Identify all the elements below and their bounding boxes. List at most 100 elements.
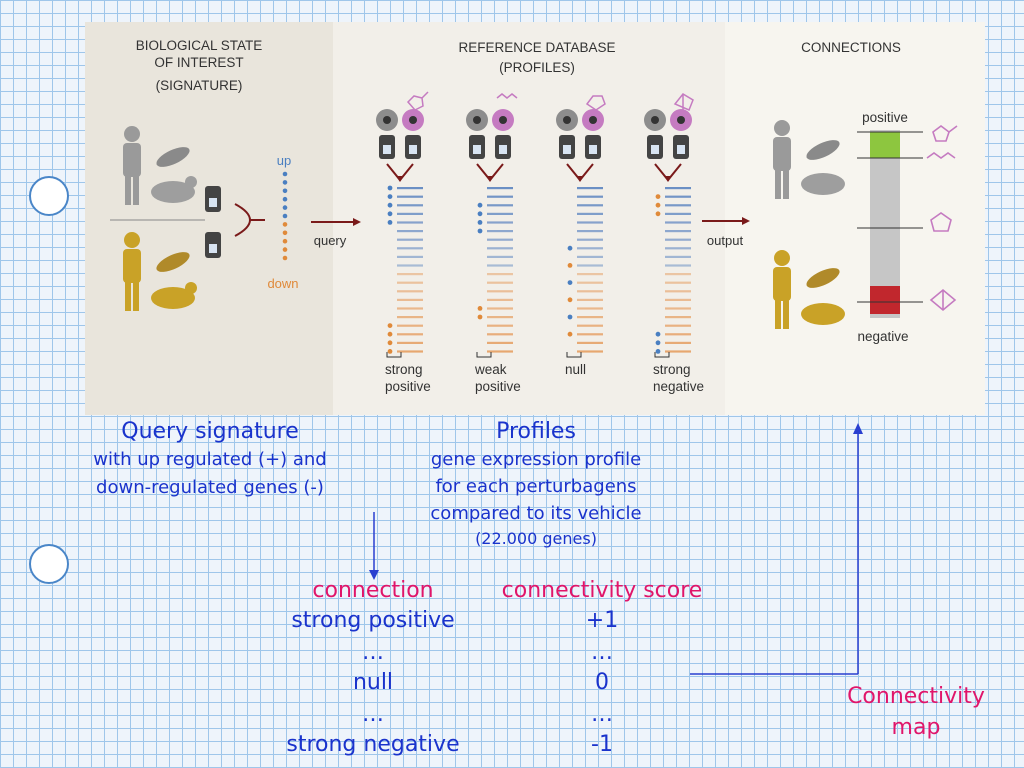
gene-bar (577, 212, 603, 215)
gene-bar (665, 247, 691, 250)
cell-icon (156, 147, 190, 167)
gene-bar (577, 247, 603, 250)
gene-bar (487, 264, 513, 267)
gene-bar (577, 307, 603, 310)
gene-bar (487, 204, 513, 207)
cell-icon-gold (156, 252, 190, 272)
gene-bar (487, 247, 513, 250)
negative-label: negative (857, 329, 908, 344)
gene-dot (282, 196, 288, 202)
gene-dot (387, 349, 393, 354)
connectivity-map-line2: map (891, 715, 941, 740)
gene-bar (397, 341, 423, 344)
gene-bar (665, 324, 691, 327)
gene-bar (577, 230, 603, 233)
gene-dot (387, 185, 393, 191)
positive-label: positive (862, 110, 908, 125)
connections-panel (725, 22, 985, 415)
gene-dot (655, 194, 661, 200)
molecule-icon-2 (926, 152, 956, 159)
signature-title-1: BIOLOGICAL STATE (136, 38, 263, 53)
molecule-icon (406, 91, 429, 111)
gene-dot (567, 263, 573, 268)
connections-title: CONNECTIONS (801, 40, 901, 55)
gene-dot (387, 331, 393, 337)
query-label: query (314, 233, 347, 248)
gene-bar (665, 238, 691, 241)
human-icon (123, 126, 141, 205)
table-row-4-connection: … (362, 702, 384, 727)
query-signature-line2: down-regulated genes (-) (96, 477, 324, 498)
profile-label-1: strong (653, 362, 691, 377)
gene-bar (665, 221, 691, 224)
gene-bar (397, 204, 423, 207)
table-row-2-score: … (591, 640, 613, 665)
molecule-icon (496, 93, 518, 99)
gene-bar (487, 350, 513, 353)
table-row-4-score: … (591, 702, 613, 727)
gene-dot (387, 323, 393, 328)
gene-bar (397, 273, 423, 276)
table-row-3-connection: null (352, 670, 394, 695)
human-icon-gold (123, 232, 141, 311)
gene-dot (282, 171, 288, 177)
gene-bar (397, 195, 423, 198)
reference-title-1: REFERENCE DATABASE (458, 40, 615, 55)
reference-title-2: (PROFILES) (499, 60, 575, 75)
molecule-icon-4 (929, 288, 957, 312)
gene-dot (567, 331, 573, 337)
gene-bar (665, 273, 691, 276)
gene-bar (577, 298, 603, 301)
gene-dot (655, 349, 661, 354)
gene-bar (665, 290, 691, 293)
gene-bar (487, 212, 513, 215)
connectivity-map-label: Connectivity map (826, 681, 1006, 743)
gene-bar (397, 290, 423, 293)
gene-bar (577, 187, 603, 190)
gene-dot (655, 340, 661, 346)
gene-bar (487, 333, 513, 336)
down-label: down (267, 276, 298, 291)
human-icon-connections-gold (773, 250, 791, 329)
molecule-icon-3 (930, 212, 952, 232)
gene-bar (487, 281, 513, 284)
gene-bar (577, 316, 603, 319)
table-row-5-connection: strong negative (286, 732, 460, 757)
profile-label-1: weak (474, 362, 507, 377)
gene-bar (487, 316, 513, 319)
table-header-score: connectivity score (501, 578, 703, 603)
table-row-3-score: 0 (595, 670, 609, 695)
gene-bar (487, 290, 513, 293)
gene-bar (577, 341, 603, 344)
reference-panel (333, 22, 725, 415)
signature-gene-column (282, 171, 288, 261)
gene-bar (665, 204, 691, 207)
signature-down-arrow (369, 512, 379, 580)
gene-dot (282, 188, 288, 194)
gene-dot (477, 202, 483, 208)
gene-bar (577, 290, 603, 293)
gene-dot (282, 238, 288, 244)
gene-bar (577, 221, 603, 224)
profile-label-2: negative (653, 379, 704, 394)
signature-title-2: OF INTEREST (154, 55, 243, 70)
gene-dot (387, 211, 393, 217)
gene-bar (665, 230, 691, 233)
gene-dot (567, 297, 573, 303)
gene-bar (397, 212, 423, 215)
gene-bar (397, 247, 423, 250)
gene-bar (487, 221, 513, 224)
query-signature-title: Query signature (121, 419, 299, 444)
microarray-chip-icon (205, 186, 221, 258)
gene-bar (487, 341, 513, 344)
gene-dot (387, 340, 393, 346)
gene-bar (665, 195, 691, 198)
gene-bar (487, 298, 513, 301)
profile-label-1: null (565, 362, 586, 377)
gene-dot (282, 230, 288, 236)
gene-dot (655, 202, 661, 208)
cmap-diagram: BIOLOGICAL STATE OF INTEREST (SIGNATURE)… (85, 22, 985, 415)
query-signature-block: Query signature with up regulated (+) an… (45, 418, 375, 502)
gene-bar (397, 316, 423, 319)
